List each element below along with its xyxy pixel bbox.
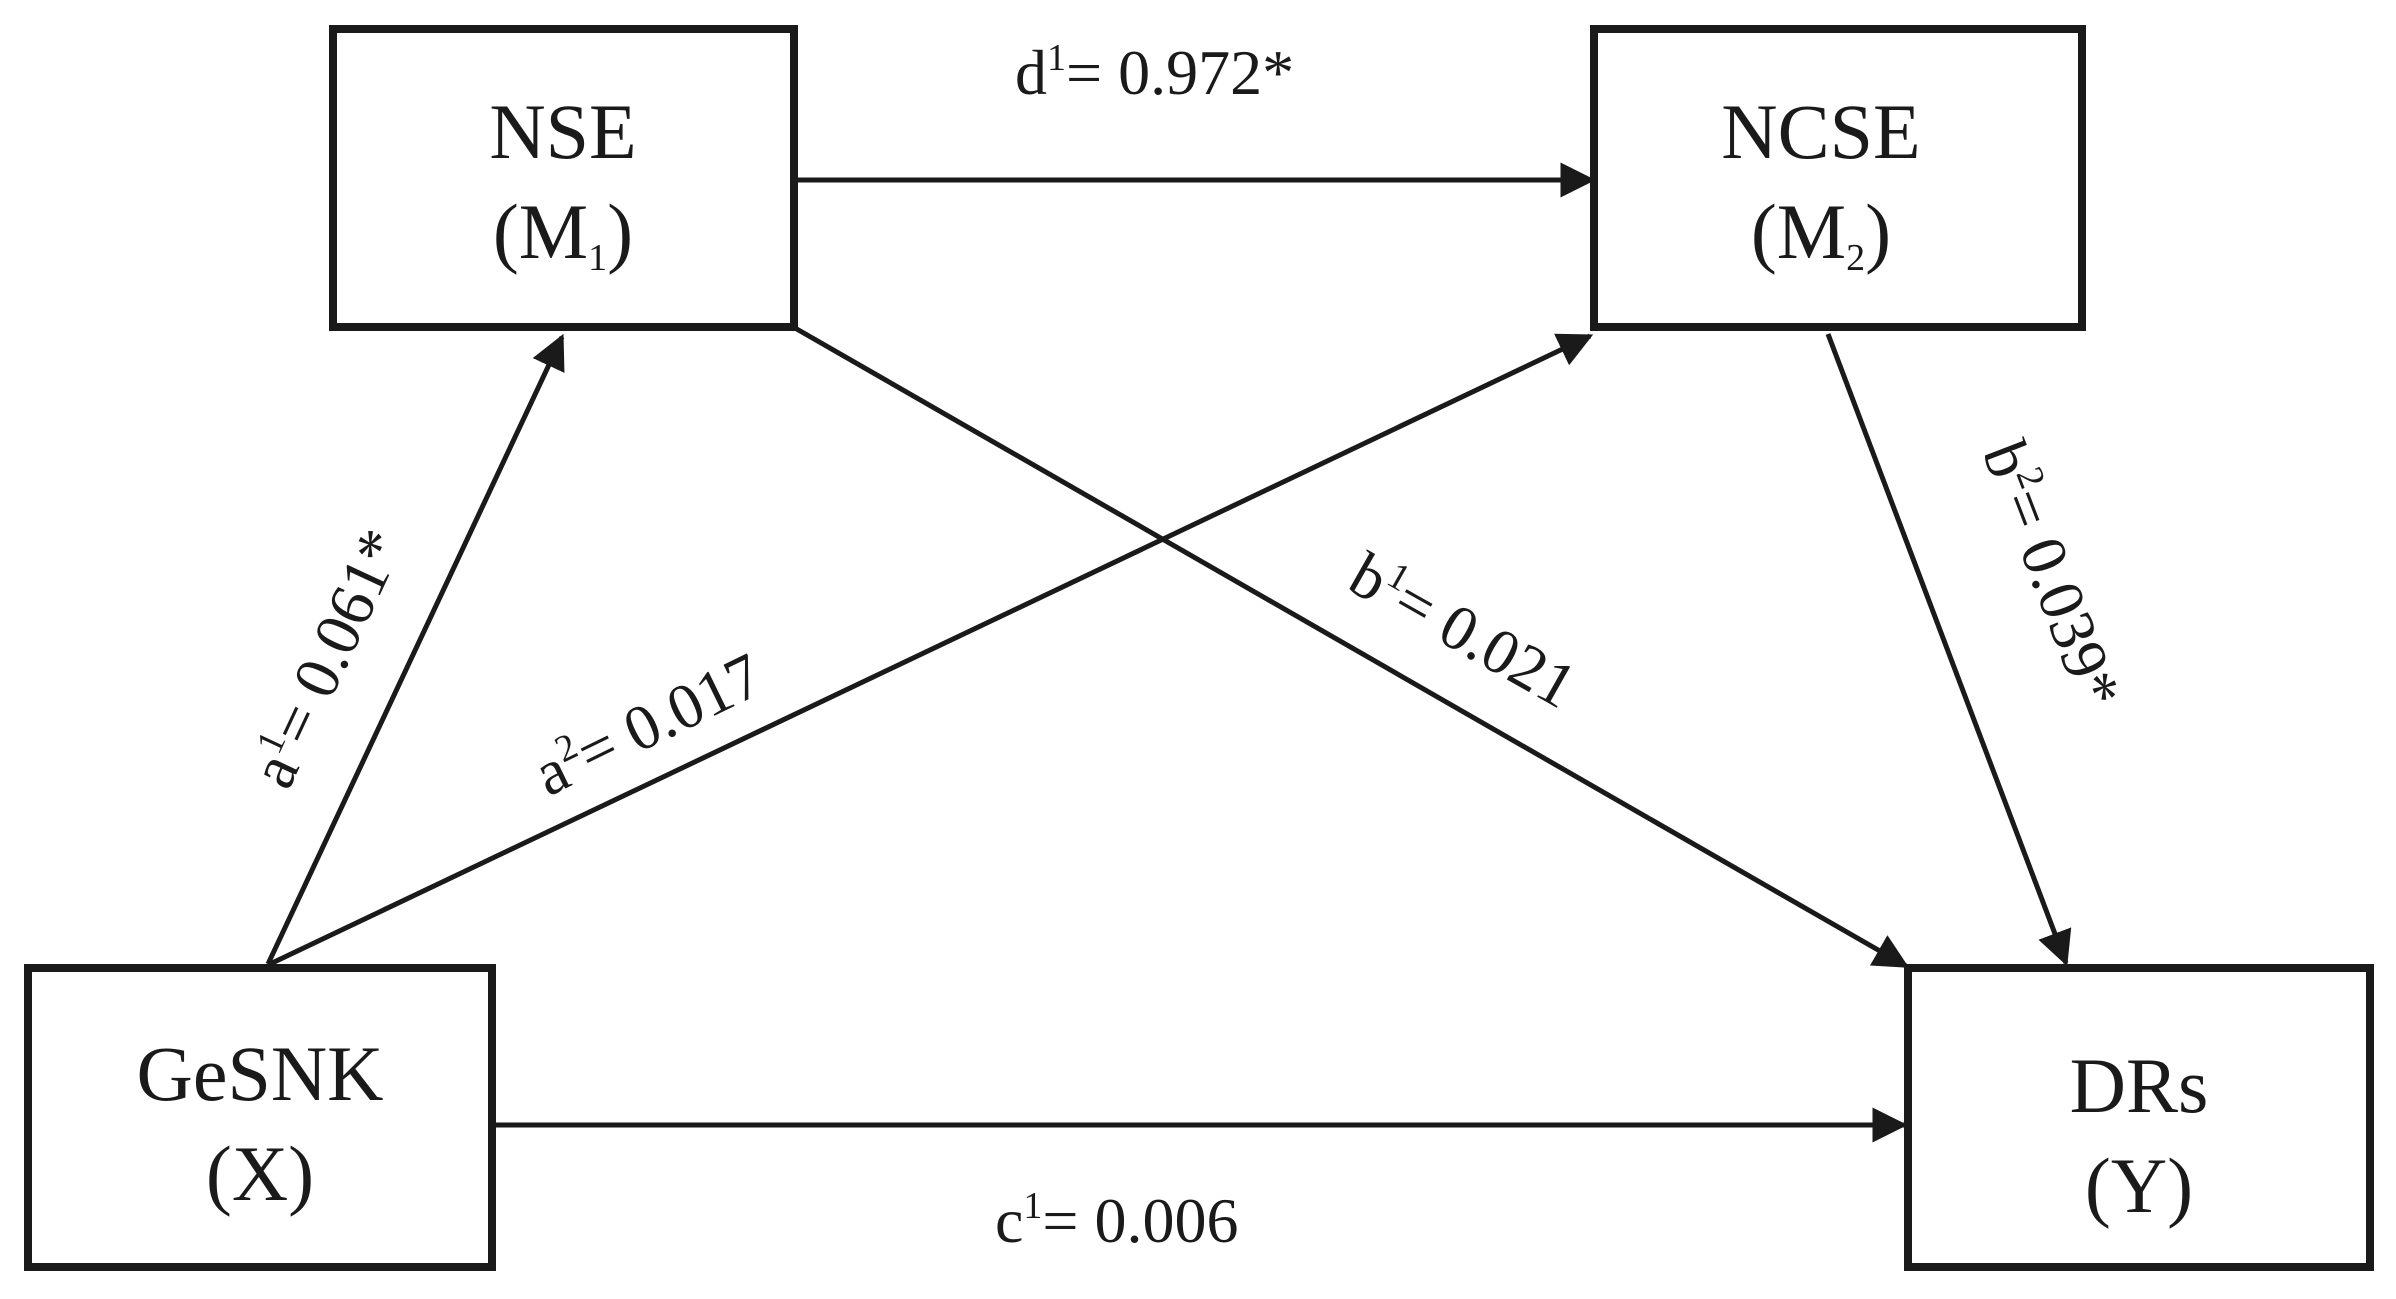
node-gesnk-code: (X) [206, 1130, 314, 1217]
node-drs-name: DRs [2070, 1042, 2209, 1129]
node-drs: DRs (Y) [1904, 964, 2374, 1271]
node-gesnk: GeSNK (X) [24, 964, 496, 1271]
path-a2-arrow [268, 333, 1594, 967]
path-b1-label: b1= 0.021 [1338, 538, 1588, 721]
path-b1-arrow [793, 325, 1910, 969]
node-nse-code: (M1) [493, 188, 633, 279]
node-drs-code: (Y) [2085, 1142, 2193, 1229]
node-ncse-name: NCSE [1721, 88, 1920, 175]
node-nse-name: NSE [489, 88, 636, 175]
node-ncse-code: (M2) [1751, 188, 1891, 279]
node-nse: NSE (M1) [329, 25, 798, 331]
path-a1-label: a1= 0.061* [236, 518, 417, 798]
path-b2-label: b2= 0.039* [1969, 432, 2135, 718]
path-b2-arrow [1825, 333, 2072, 967]
path-a1-arrow [265, 333, 565, 966]
path-d1-label: d1= 0.972* [1015, 37, 1294, 108]
node-gesnk-name: GeSNK [137, 1030, 384, 1117]
node-ncse: NCSE (M2) [1590, 25, 2086, 331]
path-c1-label: c1= 0.006 [995, 1185, 1239, 1256]
